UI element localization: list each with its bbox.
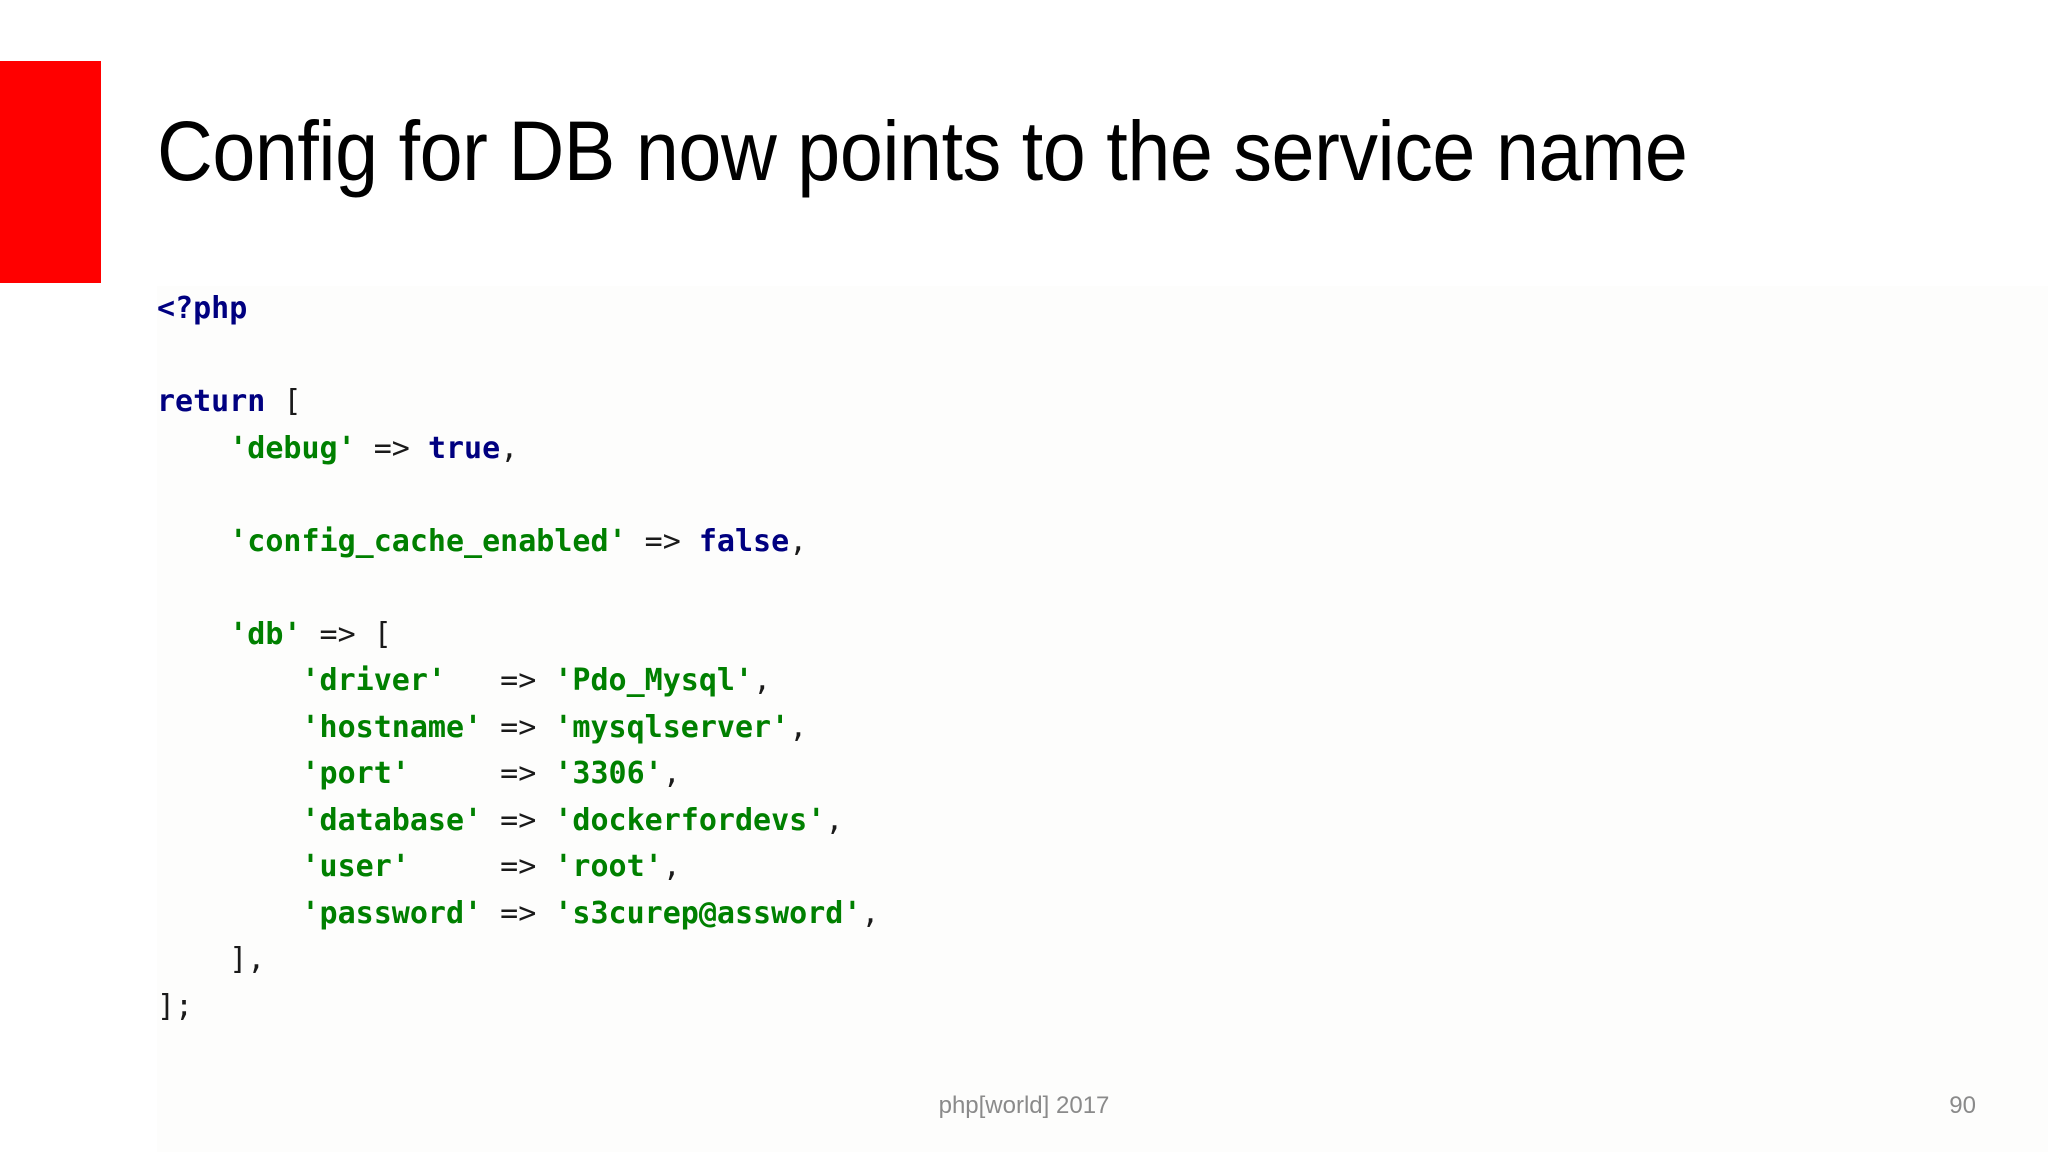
code-token: => xyxy=(482,802,555,838)
code-token: 'Pdo_Mysql' xyxy=(554,663,754,698)
code-token: , xyxy=(662,849,681,884)
code-token xyxy=(157,896,302,931)
code-block: <?php return [ 'debug' => true, 'config_… xyxy=(157,286,2048,1152)
code-token: , xyxy=(662,756,681,791)
code-token: 'password' xyxy=(301,895,483,931)
code-token: 'config_cache_enabled' xyxy=(229,523,627,559)
code-token: , xyxy=(825,802,844,838)
code-token: 'user' xyxy=(301,849,410,884)
code-token: false xyxy=(698,523,790,559)
code-token: , xyxy=(861,895,880,931)
code-token: => xyxy=(482,709,555,745)
code-token xyxy=(157,710,302,745)
code-token: true xyxy=(427,430,501,466)
code-token: ], xyxy=(229,942,266,977)
code-token: 'root' xyxy=(554,849,663,884)
code-token: 'db' xyxy=(229,616,302,652)
code-token: 'driver' xyxy=(301,663,447,698)
code-token xyxy=(157,617,229,652)
code-token: 'mysqlserver' xyxy=(554,709,790,745)
footer-conference-label: php[world] 2017 xyxy=(938,1092,1110,1119)
code-token: , xyxy=(789,523,808,559)
code-token: 's3curep@assword' xyxy=(554,895,862,931)
code-token: , xyxy=(789,709,808,745)
code-token xyxy=(265,384,283,419)
code-token: 'dockerfordevs' xyxy=(554,802,826,838)
code-token xyxy=(157,524,229,559)
code-token: => xyxy=(301,616,374,652)
code-token: [ xyxy=(373,616,392,652)
slide-number: 90 xyxy=(1949,1092,1976,1119)
accent-bar xyxy=(0,61,101,283)
code-token: 'database' xyxy=(301,802,483,838)
php-code-listing: <?php return [ 'debug' => true, 'config_… xyxy=(157,286,2048,1030)
page-title: Config for DB now points to the service … xyxy=(157,104,1688,199)
code-token: => xyxy=(446,663,555,698)
code-token: [ xyxy=(283,384,302,419)
code-token xyxy=(157,803,302,838)
code-token xyxy=(157,849,302,884)
code-token: , xyxy=(500,430,519,466)
code-token xyxy=(157,756,302,791)
code-token: 'port' xyxy=(301,756,410,791)
code-token: => xyxy=(482,895,555,931)
code-token: ]; xyxy=(157,988,194,1024)
code-token xyxy=(157,431,229,466)
code-token xyxy=(157,942,229,977)
code-token: 'hostname' xyxy=(301,709,483,745)
code-token: => xyxy=(409,849,555,884)
code-token: 'debug' xyxy=(229,430,356,466)
code-token: => xyxy=(409,756,555,791)
code-token: <?php xyxy=(157,291,248,326)
code-token: => xyxy=(626,523,699,559)
code-token xyxy=(157,663,302,698)
code-token: => xyxy=(355,430,428,466)
code-token: '3306' xyxy=(554,756,663,791)
code-token: return xyxy=(157,384,266,419)
code-token: , xyxy=(753,663,772,698)
